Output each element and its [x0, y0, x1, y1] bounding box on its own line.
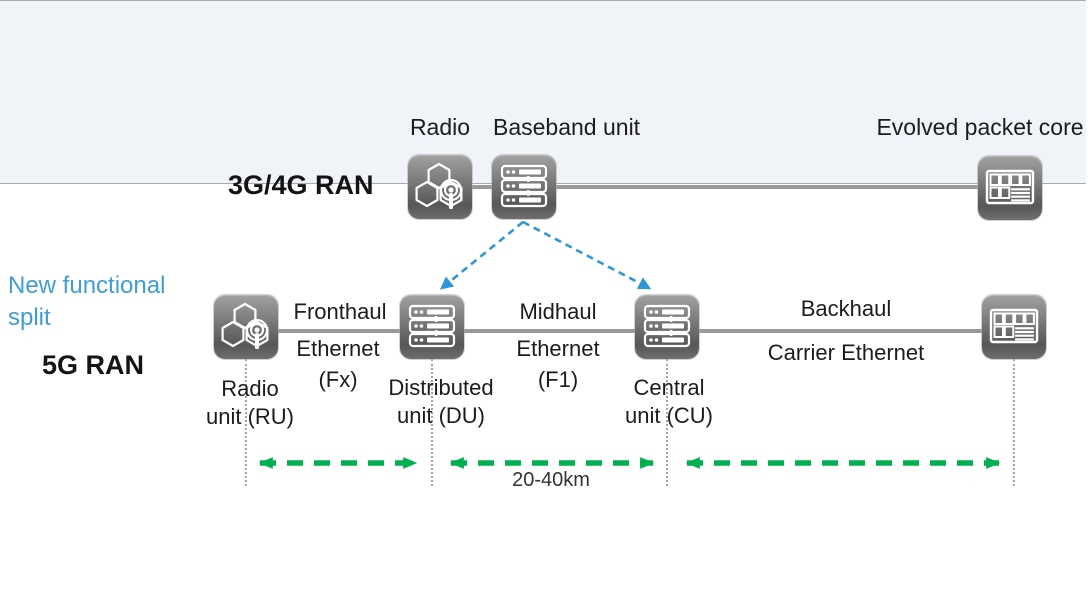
5g-core-icon [982, 295, 1046, 359]
5g-ran-title: 5G RAN [42, 350, 145, 380]
radio-baseband-link-line [470, 185, 494, 189]
distributed-unit-icon [400, 295, 464, 359]
new-functional-split-label: New functional split [8, 272, 166, 331]
carrier-ethernet-label: Carrier Ethernet [767, 340, 925, 365]
midhaul-f1-label: (F1) [537, 367, 579, 392]
fronthaul-label: Fronthaul [293, 299, 387, 324]
central-unit-label-line2: unit (CU) [624, 403, 713, 428]
ru-guide-dotline [245, 359, 247, 486]
radio-label: Radio [409, 114, 471, 140]
core-grid-icon [985, 169, 1035, 205]
distributed-unit-label-line2: unit (DU) [396, 403, 485, 428]
midhaul-label: Midhaul [519, 299, 597, 324]
radio-antenna-hexagons-icon [415, 162, 463, 209]
radio-unit-label: Radio unit (RU) [195, 375, 305, 431]
radio-unit-icon [214, 295, 278, 359]
5g-ran-band [0, 0, 1086, 184]
midhaul-ethernet-label: Ethernet [516, 336, 600, 361]
du-guide-dotline [431, 359, 433, 486]
5g-chain-line [278, 329, 982, 333]
radio-antenna-hexagons-icon [221, 302, 269, 349]
server-stack-icon [500, 164, 548, 208]
radio-unit-label-line1: Radio [221, 376, 279, 401]
server-stack-icon [643, 304, 691, 348]
core-grid-icon [989, 308, 1039, 344]
fronthaul-fx-label: (Fx) [318, 367, 358, 392]
distributed-unit-label-line1: Distributed [388, 375, 494, 400]
central-unit-icon [635, 295, 699, 359]
baseband-core-link-line [554, 185, 980, 189]
3g4g-ran-title: 3G/4G RAN [228, 170, 374, 200]
baseband-unit-label: Baseband unit [493, 114, 641, 140]
evolved-packet-core-icon [978, 156, 1042, 220]
distributed-unit-label: Distributed unit (DU) [376, 374, 506, 430]
radio-unit-label-line2: unit (RU) [205, 404, 294, 429]
core-guide-dotline [1013, 359, 1015, 486]
backhaul-label: Backhaul [800, 296, 892, 321]
fronthaul-ethernet-label: Ethernet [296, 336, 380, 361]
evolved-packet-core-label: Evolved packet core [876, 114, 1084, 140]
radio-icon [408, 155, 472, 219]
baseband-unit-icon [492, 155, 556, 219]
central-unit-label: Central unit (CU) [609, 374, 729, 430]
central-unit-label-line1: Central [633, 375, 705, 400]
functional-split-arrows [439, 220, 652, 290]
cu-guide-dotline [666, 359, 668, 486]
distance-20-40km-label: 20-40km [512, 469, 590, 491]
server-stack-icon [408, 304, 456, 348]
